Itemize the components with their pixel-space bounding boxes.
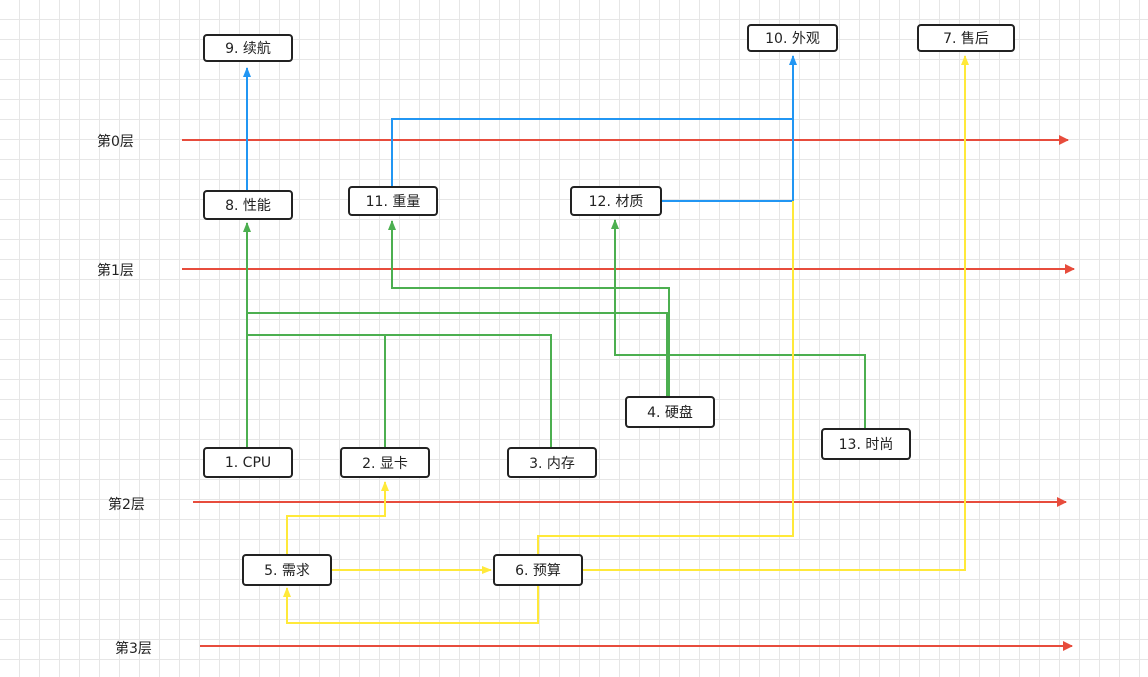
node-appearance[interactable]: 10. 外观 [747,24,838,52]
edge-3-to-8 [385,334,552,447]
edge-6-to-5 [283,586,539,624]
node-endurance[interactable]: 9. 续航 [203,34,293,62]
edge-6-to-10 [537,201,794,554]
node-fashion[interactable]: 13. 时尚 [821,428,911,460]
node-demand[interactable]: 5. 需求 [242,554,332,586]
layer-label-0: 第0层 [97,134,134,150]
edge-5-to-2 [286,481,389,555]
layer-label-1: 第1层 [97,263,134,279]
edge-4-to-8 [247,312,668,396]
node-graphics-card[interactable]: 2. 显卡 [340,447,430,478]
node-budget[interactable]: 6. 预算 [493,554,583,586]
edge-12-to-10 [662,55,797,202]
node-weight[interactable]: 11. 重量 [348,186,438,216]
layer-label-3: 第3层 [115,641,152,657]
edge-6-to-7 [583,55,969,571]
edge-4-to-11 [388,220,670,396]
node-performance[interactable]: 8. 性能 [203,190,293,220]
edge-11-to-10 [391,118,793,187]
edge-13-to-12 [611,219,866,428]
node-after-sales[interactable]: 7. 售后 [917,24,1015,52]
layer-label-2: 第2层 [108,497,145,513]
node-material[interactable]: 12. 材质 [570,186,662,216]
node-memory[interactable]: 3. 内存 [507,447,597,478]
node-cpu[interactable]: 1. CPU [203,447,293,478]
edge-2-to-8 [247,334,386,447]
node-hard-disk[interactable]: 4. 硬盘 [625,396,715,428]
